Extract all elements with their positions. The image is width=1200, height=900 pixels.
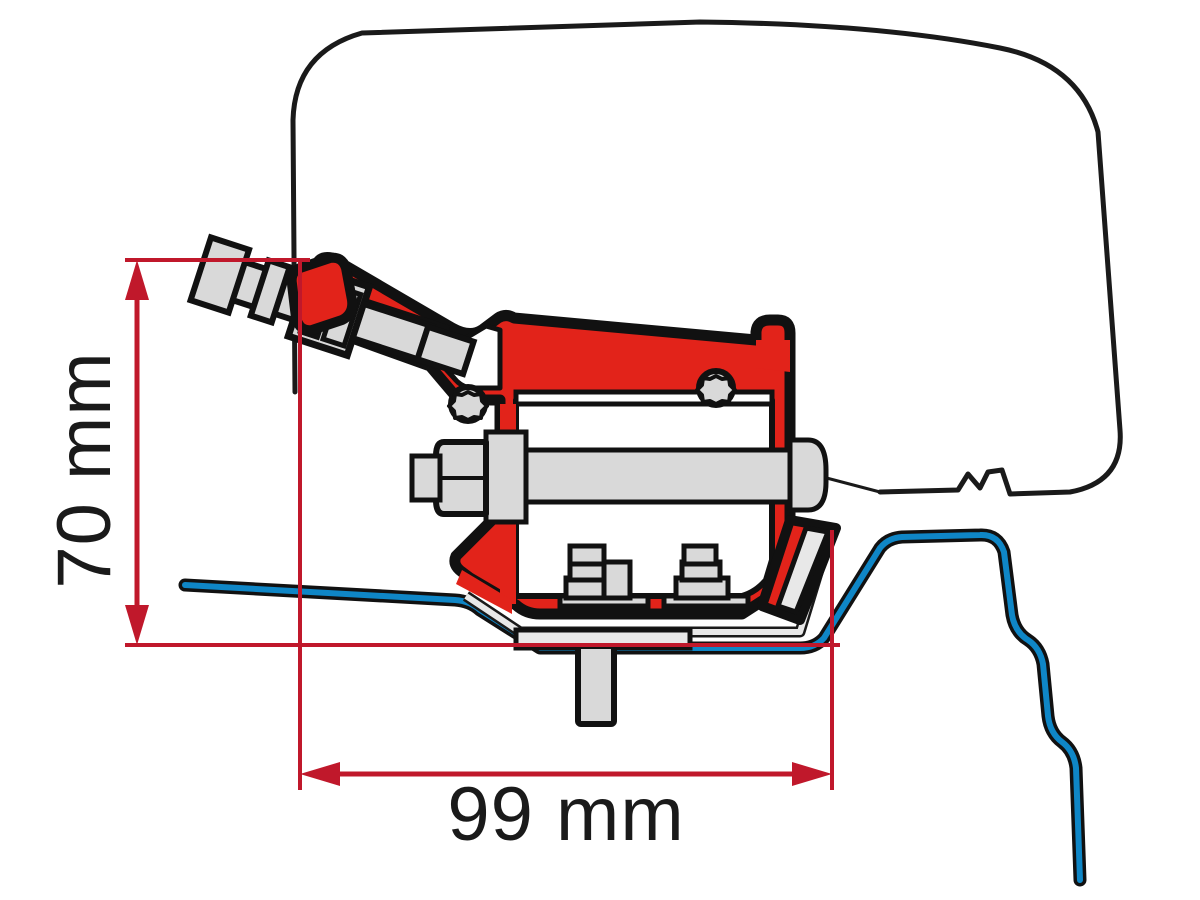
dimension-label-horizontal: 99 mm [447,772,684,857]
dimension-vertical-70mm: 70 mm [42,258,840,647]
torx-screw-left [447,384,489,424]
roof-rail-profile [178,528,1087,887]
bracket-right-leg [757,515,841,625]
floor-bolt-left [557,543,651,609]
dimension-label-vertical: 70 mm [42,351,127,588]
clamp-jaw [286,252,358,336]
shaft-bolt-assembly [409,429,829,525]
floor-bolt-right [661,543,751,609]
torx-screw-right [695,368,737,408]
dimension-horizontal-99mm: 99 mm [298,258,834,857]
